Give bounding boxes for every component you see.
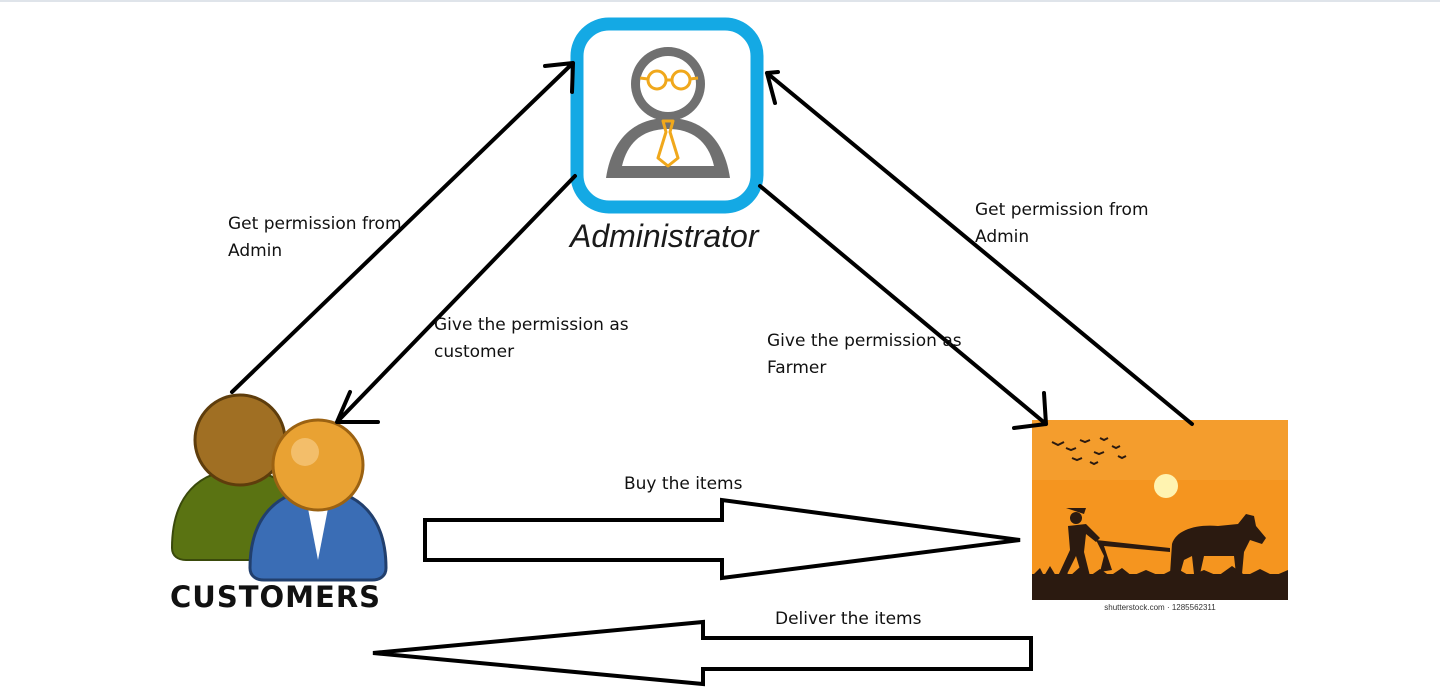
block-arrow-deliver	[372, 619, 1033, 687]
label-customer-get-permission: Get permission from Admin	[228, 214, 402, 261]
arrow-farmer-to-admin	[765, 70, 1194, 426]
arrow-customer-to-admin	[230, 61, 575, 394]
window-top-border	[0, 0, 1440, 2]
arrow-admin-to-customer	[335, 174, 577, 424]
customers-caption: CUSTOMERS	[170, 580, 382, 614]
label-admin-give-customer-permission: Give the permission as customer	[434, 315, 629, 362]
label-deliver-items: Deliver the items	[775, 609, 922, 629]
farmer-plowing-image	[1032, 420, 1288, 600]
label-farmer-get-permission: Get permission from Admin	[975, 200, 1149, 247]
image-stock-credit: shutterstock.com · 1285562311	[1032, 600, 1288, 616]
block-arrow-buy	[423, 497, 1021, 581]
administrator-icon	[570, 17, 764, 214]
label-admin-give-farmer-permission: Give the permission as Farmer	[767, 331, 962, 378]
label-buy-items: Buy the items	[624, 474, 743, 494]
arrow-admin-to-farmer	[758, 184, 1048, 430]
customers-icon	[170, 393, 388, 582]
administrator-caption: Administrator	[570, 218, 759, 254]
